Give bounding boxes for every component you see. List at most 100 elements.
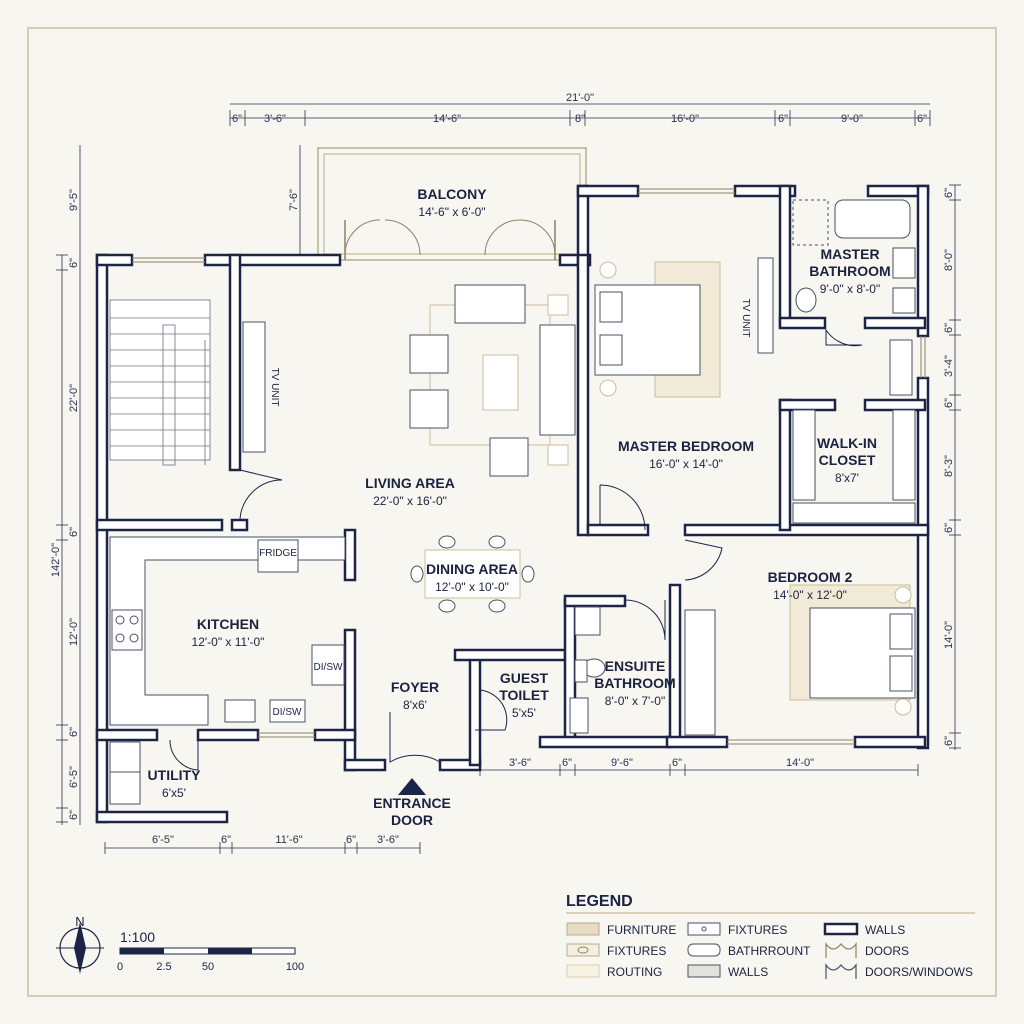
balcony-name: BALCONY — [417, 186, 487, 202]
staircase — [109, 299, 211, 466]
legend-door-icon — [825, 942, 857, 958]
master-bedroom-dims: 16'-0" x 14'-0" — [649, 457, 723, 471]
dim-right-9: 6" — [943, 736, 955, 746]
dim-left-7: 6" — [68, 810, 80, 820]
kitchen-name: KITCHEN — [197, 616, 259, 632]
dim-bottom-left-3: 11'-6" — [275, 834, 302, 846]
dim-right-8: 14'-0" — [943, 621, 955, 649]
entrance-label-1: ENTRANCE — [373, 795, 451, 811]
dim-left-6: 6'-5" — [68, 766, 80, 788]
legend-swatch-walls — [687, 964, 721, 978]
dim-bottom-right-5: 14'-0" — [786, 757, 814, 769]
entrance-label-2: DOOR — [391, 812, 433, 828]
living-area-dims: 22'-0" x 16'-0" — [373, 494, 447, 508]
legend-col1-0: FURNITURE — [607, 923, 676, 937]
dishwasher-label-2: DI/SW — [273, 707, 302, 718]
legend-swatch-routing — [566, 964, 600, 978]
dim-bottom-left-1: 6'-5" — [152, 834, 174, 846]
legend-swatch-fixtures-2 — [687, 922, 721, 936]
dim-right-5: 6" — [943, 398, 955, 408]
dim-top-5: 16'-0" — [671, 113, 699, 125]
fridge-label: FRIDGE — [259, 548, 297, 559]
walls — [95, 184, 930, 824]
legend-col2-0: FIXTURES — [728, 923, 787, 937]
dining-area-name: DINING AREA — [426, 561, 518, 577]
walk-in-closet-name-2: CLOSET — [819, 452, 876, 468]
dim-top-7: 9'-0" — [841, 113, 863, 125]
dim-right-3: 6" — [943, 323, 955, 333]
north-label: N — [75, 914, 84, 929]
master-bath-dims: 9'-0" x 8'-0" — [820, 282, 880, 296]
legend-swatch-fixtures — [566, 943, 600, 957]
guest-toilet-name-1: GUEST — [500, 670, 549, 686]
legend-col2-2: WALLS — [728, 965, 768, 979]
balcony-dims: 14'-6" x 6'-0" — [418, 205, 485, 219]
dim-bottom-right-3: 9'-6" — [611, 757, 633, 769]
ensuite-name-1: ENSUITE — [605, 658, 666, 674]
tv-unit-master-label: TV UNIT — [740, 299, 751, 338]
walk-in-closet-dims: 8'x7' — [835, 471, 859, 485]
dim-bottom-right-1: 3'-6" — [509, 757, 531, 769]
dim-left-5: 6" — [68, 727, 80, 737]
dim-top-6: 6" — [778, 113, 788, 125]
dim-left-4: 12'-0" — [68, 618, 80, 646]
legend-swatch-bath — [687, 943, 721, 957]
dim-bottom-left-2: 6" — [221, 834, 231, 846]
scale-tick-3: 100 — [286, 961, 304, 973]
legend: LEGEND FURNITURE FIXTURES ROUTING FIXTUR… — [566, 893, 975, 979]
dining-area-dims: 12'-0" x 10'-0" — [435, 580, 509, 594]
living-area-name: LIVING AREA — [365, 475, 455, 491]
doors — [169, 328, 863, 771]
legend-title: LEGEND — [566, 893, 633, 910]
dim-left-top: 9'-5" — [68, 189, 80, 211]
ensuite-dims: 8'-0" x 7'-0" — [605, 694, 665, 708]
dim-top-8: 6" — [917, 113, 927, 125]
dim-left-2: 22'-0" — [68, 384, 80, 412]
legend-col1-1: FIXTURES — [607, 944, 666, 958]
bedroom-2-dims: 14'-0" x 12'-0" — [773, 588, 847, 602]
dim-bottom-left-5: 3'-6" — [377, 834, 399, 846]
dim-top-3: 14'-6" — [433, 113, 461, 125]
utility-dims: 6'x5' — [162, 786, 186, 800]
dim-right-2: 8'-0" — [943, 249, 955, 271]
guest-toilet-name-2: TOILET — [499, 687, 549, 703]
legend-swatch-furniture — [566, 922, 600, 936]
dim-balcony-depth: 7'-6" — [288, 189, 300, 211]
legend-col3-1: DOORS — [865, 944, 909, 958]
tv-unit-living-label: TV UNIT — [269, 368, 280, 407]
dim-left-1: 6" — [68, 258, 80, 268]
dim-bottom-right-4: 6" — [672, 757, 682, 769]
utility-name: UTILITY — [148, 767, 202, 783]
legend-swatch-walls-2 — [823, 922, 859, 936]
legend-col3-0: WALLS — [865, 923, 905, 937]
scale-tick-1: 2.5 — [156, 961, 171, 973]
scale-bar — [119, 947, 296, 955]
dim-top-1: 6" — [232, 113, 242, 125]
dim-top-2: 3'-6" — [264, 113, 286, 125]
walk-in-closet-name-1: WALK-IN — [817, 435, 877, 451]
dim-right-7: 6" — [943, 523, 955, 533]
master-bath-name-1: MASTER — [820, 246, 879, 262]
dim-left-total: 142'-0" — [50, 543, 62, 577]
windows — [132, 188, 926, 745]
dim-right-4: 3'-4" — [943, 355, 955, 377]
bedroom-2-name: BEDROOM 2 — [768, 569, 853, 585]
dim-top-4: 8" — [575, 113, 585, 125]
scale-tick-2: 50 — [202, 961, 214, 973]
dim-right-1: 6" — [943, 188, 955, 198]
dim-top-total: 21'-0" — [566, 92, 594, 104]
scale-ratio: 1:100 — [120, 929, 155, 945]
master-bedroom-name: MASTER BEDROOM — [618, 438, 754, 454]
balcony — [317, 147, 587, 261]
legend-col2-1: BATHRROUNT — [728, 944, 811, 958]
scale-tick-0: 0 — [117, 961, 123, 973]
dim-left-3: 6" — [68, 527, 80, 537]
dishwasher-label-1: DI/SW — [314, 662, 343, 673]
dim-right-6: 8'-3" — [943, 455, 955, 477]
dim-bottom-left-4: 6" — [346, 834, 356, 846]
legend-col3-2: DOORS/WINDOWS — [865, 965, 973, 979]
furniture — [109, 199, 916, 805]
master-bath-name-2: BATHROOM — [809, 263, 890, 279]
entrance-arrow-icon — [398, 778, 426, 795]
